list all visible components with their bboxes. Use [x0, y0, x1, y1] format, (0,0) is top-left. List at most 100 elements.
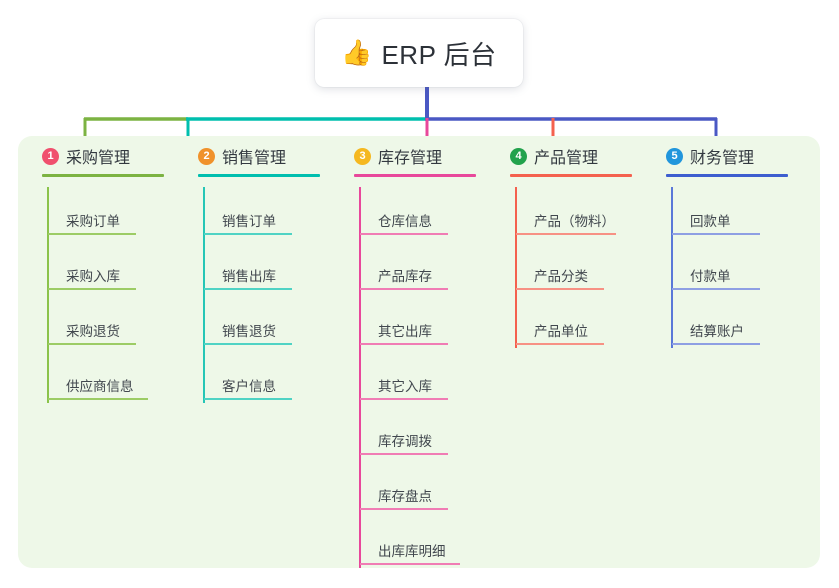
branch-item-underline: [360, 288, 448, 290]
thumbs-up-icon: 👍: [341, 38, 373, 67]
branch-item-label: 库存调拨: [378, 434, 432, 449]
branch-item-underline: [204, 288, 292, 290]
branch-item[interactable]: 采购退货: [40, 294, 196, 349]
branch-number-badge: 5: [666, 147, 683, 165]
branch-item-list: 回款单付款单结算账户: [664, 184, 820, 349]
branch-item-list: 仓库信息产品库存其它出库其它入库库存调拨库存盘点出库库明细: [352, 184, 508, 569]
branch-item-label: 销售退货: [222, 324, 276, 339]
branch-item[interactable]: 销售订单: [196, 184, 352, 239]
branch-spine-line: [359, 187, 361, 568]
branch-item[interactable]: 产品单位: [508, 294, 664, 349]
branch-spine-line: [515, 187, 517, 348]
branch-item-underline: [48, 398, 148, 400]
branch-item[interactable]: 回款单: [664, 184, 820, 239]
branches-panel: [18, 136, 820, 568]
branch-header-1[interactable]: 1 采购管理: [40, 136, 196, 177]
branch-item[interactable]: 采购入库: [40, 239, 196, 294]
branch-item[interactable]: 仓库信息: [352, 184, 508, 239]
branch-item[interactable]: 产品分类: [508, 239, 664, 294]
branch-item-list: 销售订单销售出库销售退货客户信息: [196, 184, 352, 404]
branch-item-underline: [516, 288, 604, 290]
branch-columns: 1 采购管理采购订单采购入库采购退货供应商信息 2 销售管理销售订单销售出库销售退货客…: [18, 136, 820, 568]
branch-item-label: 其它出库: [378, 324, 432, 339]
branch-spine-line: [47, 187, 49, 403]
branch-item[interactable]: 销售出库: [196, 239, 352, 294]
branch-item-underline: [516, 233, 616, 235]
branch-header-underline: [354, 174, 476, 177]
branch-item[interactable]: 产品库存: [352, 239, 508, 294]
branch-header-4[interactable]: 4 产品管理: [508, 136, 664, 177]
branch-item-label: 回款单: [690, 214, 731, 229]
branch-item-underline: [48, 233, 136, 235]
branch-item-underline: [204, 398, 292, 400]
branch-header-2[interactable]: 2 销售管理: [196, 136, 352, 177]
branch-item-label: 结算账户: [690, 324, 744, 339]
branch-item-underline: [360, 398, 448, 400]
branch-item-label: 仓库信息: [378, 214, 432, 229]
branch-header-3[interactable]: 3 库存管理: [352, 136, 508, 177]
branch-item-label: 库存盘点: [378, 489, 432, 504]
branch-item-underline: [360, 453, 448, 455]
branch-item[interactable]: 其它出库: [352, 294, 508, 349]
branch-item-list: 采购订单采购入库采购退货供应商信息: [40, 184, 196, 404]
root-node-card[interactable]: 👍 ERP 后台: [315, 19, 523, 87]
branch-item-label: 其它入库: [378, 379, 432, 394]
branch-column-4: 4 产品管理产品（物料） 产品分类产品单位: [508, 136, 664, 568]
branch-item-underline: [672, 288, 760, 290]
branch-item[interactable]: 采购订单: [40, 184, 196, 239]
branch-item-label: 出库库明细: [378, 544, 446, 559]
branch-item[interactable]: 库存盘点: [352, 459, 508, 514]
branch-item-underline: [204, 343, 292, 345]
branch-number-badge: 3: [354, 147, 371, 165]
branch-item-label: 产品（物料）: [534, 214, 615, 229]
branch-column-1: 1 采购管理采购订单采购入库采购退货供应商信息: [40, 136, 196, 568]
branch-item[interactable]: 库存调拨: [352, 404, 508, 459]
branch-item[interactable]: 出库库明细: [352, 514, 508, 569]
branch-item-label: 产品单位: [534, 324, 588, 339]
branch-title: 财务管理: [690, 150, 755, 167]
branch-item[interactable]: 结算账户: [664, 294, 820, 349]
branch-item-label: 采购订单: [66, 214, 120, 229]
branch-item-underline: [360, 508, 448, 510]
branch-title: 库存管理: [378, 150, 443, 167]
branch-item[interactable]: 客户信息: [196, 349, 352, 404]
branch-item-label: 销售订单: [222, 214, 276, 229]
branch-title: 采购管理: [66, 150, 131, 167]
branch-header-underline: [42, 174, 164, 177]
branch-number-badge: 1: [42, 147, 59, 165]
branch-item-list: 产品（物料） 产品分类产品单位: [508, 184, 664, 349]
branch-number-badge: 4: [510, 147, 527, 165]
branch-item[interactable]: 产品（物料）: [508, 184, 664, 239]
root-title: ERP 后台: [381, 39, 497, 70]
branch-item-label: 产品分类: [534, 269, 588, 284]
branch-item-label: 采购退货: [66, 324, 120, 339]
branch-item[interactable]: 付款单: [664, 239, 820, 294]
branch-item[interactable]: 销售退货: [196, 294, 352, 349]
branch-column-5: 5 财务管理回款单付款单结算账户: [664, 136, 820, 568]
branch-header-5[interactable]: 5 财务管理: [664, 136, 820, 177]
branch-title: 销售管理: [222, 150, 287, 167]
branch-item-label: 供应商信息: [66, 379, 134, 394]
branch-item-label: 产品库存: [378, 269, 432, 284]
branch-item-underline: [672, 233, 760, 235]
branch-item-label: 销售出库: [222, 269, 276, 284]
branch-item-label: 采购入库: [66, 269, 120, 284]
branch-item-underline: [672, 343, 760, 345]
branch-spine-line: [203, 187, 205, 403]
branch-number-badge: 2: [198, 147, 215, 165]
branch-column-3: 3 库存管理仓库信息产品库存其它出库其它入库库存调拨库存盘点出库库明细: [352, 136, 508, 568]
branch-header-underline: [510, 174, 632, 177]
branch-item-underline: [360, 233, 448, 235]
branch-item-underline: [48, 343, 136, 345]
branch-item-label: 付款单: [690, 269, 731, 284]
branch-header-underline: [666, 174, 788, 177]
branch-item-underline: [48, 288, 136, 290]
branch-header-underline: [198, 174, 320, 177]
branch-title: 产品管理: [534, 150, 599, 167]
branch-item-underline: [360, 343, 448, 345]
branch-item-underline: [360, 563, 460, 565]
branch-spine-line: [671, 187, 673, 348]
branch-item[interactable]: 供应商信息: [40, 349, 196, 404]
branch-item[interactable]: 其它入库: [352, 349, 508, 404]
